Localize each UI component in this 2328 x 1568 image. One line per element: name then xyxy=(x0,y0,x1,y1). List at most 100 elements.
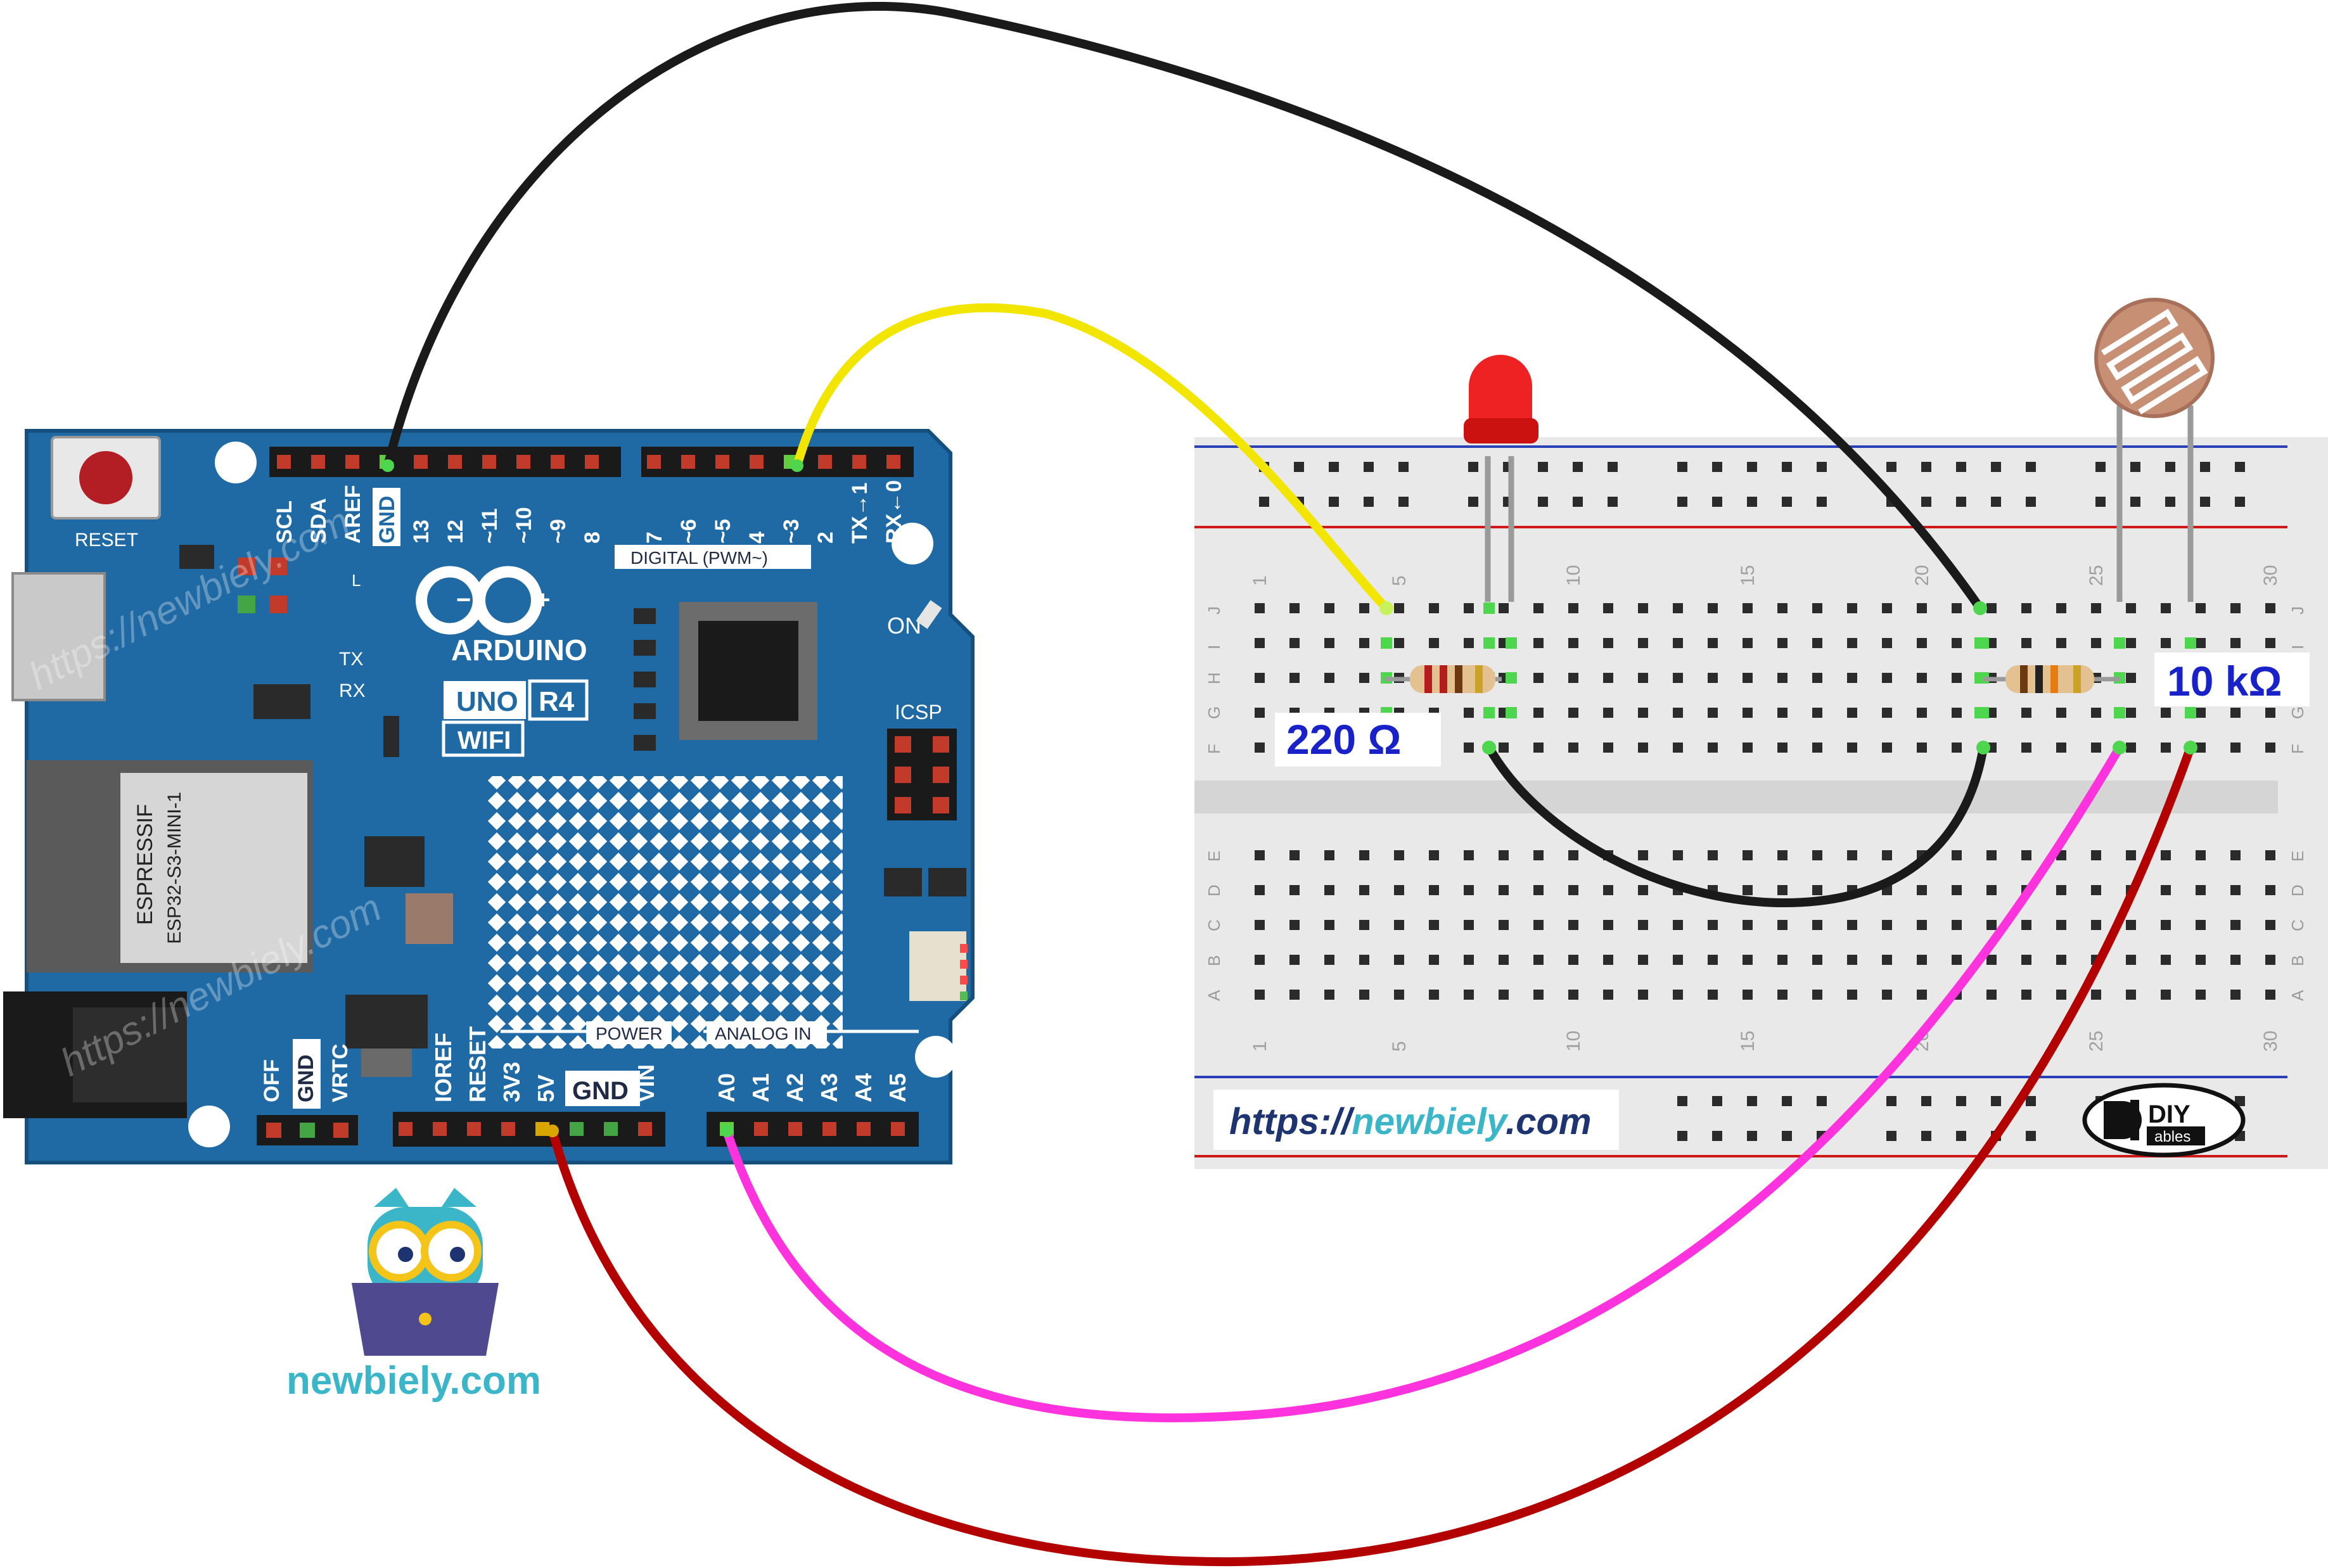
mounting-hole xyxy=(188,1106,230,1147)
header-pin[interactable] xyxy=(818,455,832,469)
header-pin[interactable] xyxy=(516,455,530,469)
small-components xyxy=(179,545,966,1077)
header-pin[interactable] xyxy=(467,1122,481,1136)
breadboard-hole xyxy=(1429,850,1439,860)
rail-hole xyxy=(1259,497,1269,507)
row-label: G xyxy=(2288,706,2307,719)
header-pin[interactable] xyxy=(681,455,695,469)
a0-wire[interactable] xyxy=(722,743,2124,1422)
breadboard-hole xyxy=(1917,990,1927,1000)
center-channel xyxy=(1194,781,2278,813)
5v-wire[interactable] xyxy=(548,743,2195,1567)
breadboard-hole xyxy=(1499,850,1509,860)
header-pin[interactable] xyxy=(570,1122,584,1136)
breadboard-hole xyxy=(1533,708,1544,718)
header-pin[interactable] xyxy=(891,1122,905,1136)
rail-hole xyxy=(1364,462,1374,472)
breadboard-hole xyxy=(1777,885,1788,895)
header-pin[interactable] xyxy=(277,455,291,469)
header-pin[interactable] xyxy=(399,1122,413,1136)
breadboard-hole xyxy=(1324,603,1334,613)
row-label: D xyxy=(1205,884,1224,896)
breadboard-hole xyxy=(1708,850,1718,860)
row-label: B xyxy=(1205,955,1224,966)
breadboard-hole xyxy=(1743,955,1753,965)
header-pin[interactable] xyxy=(482,455,496,469)
header-pin[interactable] xyxy=(754,1122,768,1136)
breadboard-hole xyxy=(1464,990,1474,1000)
breadboard-hole xyxy=(1429,990,1439,1000)
rail-hole xyxy=(1921,462,1931,472)
newbiely-logo: newbiely.com xyxy=(286,1188,541,1403)
breadboard-hole xyxy=(1568,708,1578,718)
row-label: D xyxy=(2288,884,2307,896)
variant-text: WIFI xyxy=(457,727,511,755)
header-pin[interactable] xyxy=(345,455,359,469)
breadboard-hole xyxy=(2021,603,2031,613)
breadboard-hole xyxy=(1255,850,1265,860)
breadboard-hole xyxy=(2056,920,2066,930)
column-number: 1 xyxy=(1250,575,1270,586)
header-pin[interactable] xyxy=(448,455,462,469)
breadboard-hole xyxy=(1952,920,1962,930)
header-pin[interactable] xyxy=(501,1122,515,1136)
header-pin[interactable] xyxy=(852,455,866,469)
newbiely-site-label: newbiely.com xyxy=(286,1359,541,1403)
header-pin[interactable] xyxy=(585,455,599,469)
breadboard-hole xyxy=(2265,708,2275,718)
breadboard-hole xyxy=(2265,990,2275,1000)
breadboard-hole xyxy=(1533,850,1544,860)
header-pin[interactable] xyxy=(715,455,729,469)
header-pin[interactable] xyxy=(414,455,428,469)
reset-button-cap[interactable] xyxy=(79,451,132,504)
rail-hole xyxy=(1886,1096,1896,1106)
header-pin[interactable] xyxy=(822,1122,836,1136)
header-pin[interactable] xyxy=(638,1122,652,1136)
row-label: J xyxy=(2288,606,2307,615)
header-pin[interactable] xyxy=(750,455,764,469)
breadboard-hole xyxy=(1952,743,1962,753)
status-leds xyxy=(238,558,287,613)
breadboard-hole xyxy=(1499,920,1509,930)
breadboard-hole xyxy=(1603,885,1613,895)
breadboard-hole xyxy=(1533,955,1544,965)
breadboard-hole xyxy=(1324,955,1334,965)
breadboard-hole xyxy=(1638,990,1648,1000)
breadboard-hole xyxy=(2230,638,2241,648)
breadboard-hole xyxy=(1917,603,1927,613)
pin3-wire[interactable] xyxy=(793,303,1391,613)
rail-hole xyxy=(2165,497,2175,507)
bridge-wire[interactable] xyxy=(1485,743,1988,908)
breadboard-hole xyxy=(2230,990,2241,1000)
resistor-220 xyxy=(1385,665,1502,693)
breadboard-hole xyxy=(1847,638,1857,648)
column-number: 30 xyxy=(2260,565,2281,586)
header-pin[interactable] xyxy=(535,1122,549,1136)
header-pin[interactable] xyxy=(886,455,900,469)
breadboard-hole xyxy=(1708,638,1718,648)
breadboard-hole xyxy=(2126,638,2136,648)
header-pin[interactable] xyxy=(647,455,661,469)
led-rim xyxy=(1464,418,1538,443)
breadboard-hole xyxy=(2230,955,2241,965)
breadboard-hole xyxy=(1882,955,1892,965)
row-label: C xyxy=(1205,919,1224,931)
header-pin[interactable] xyxy=(551,455,565,469)
header-pin[interactable] xyxy=(311,455,325,469)
breadboard-hole xyxy=(1952,603,1962,613)
breadboard-hole xyxy=(2126,603,2136,613)
reset-label: RESET xyxy=(75,530,138,551)
diyables-logo-sub: ables xyxy=(2154,1128,2190,1145)
header-pin[interactable] xyxy=(788,1122,802,1136)
breadboard-hole xyxy=(1743,743,1753,753)
gnd-wire[interactable] xyxy=(383,2,1985,613)
breadboard-hole xyxy=(2126,673,2136,683)
header-pin-label: TX→1 xyxy=(848,483,872,544)
row-label: G xyxy=(1205,706,1224,719)
header-pin[interactable] xyxy=(857,1122,871,1136)
header-pin[interactable] xyxy=(604,1122,618,1136)
header-pin[interactable] xyxy=(433,1122,447,1136)
breadboard-hole xyxy=(1289,638,1300,648)
breadboard-hole xyxy=(1499,743,1509,753)
rail-hole xyxy=(1294,462,1304,472)
